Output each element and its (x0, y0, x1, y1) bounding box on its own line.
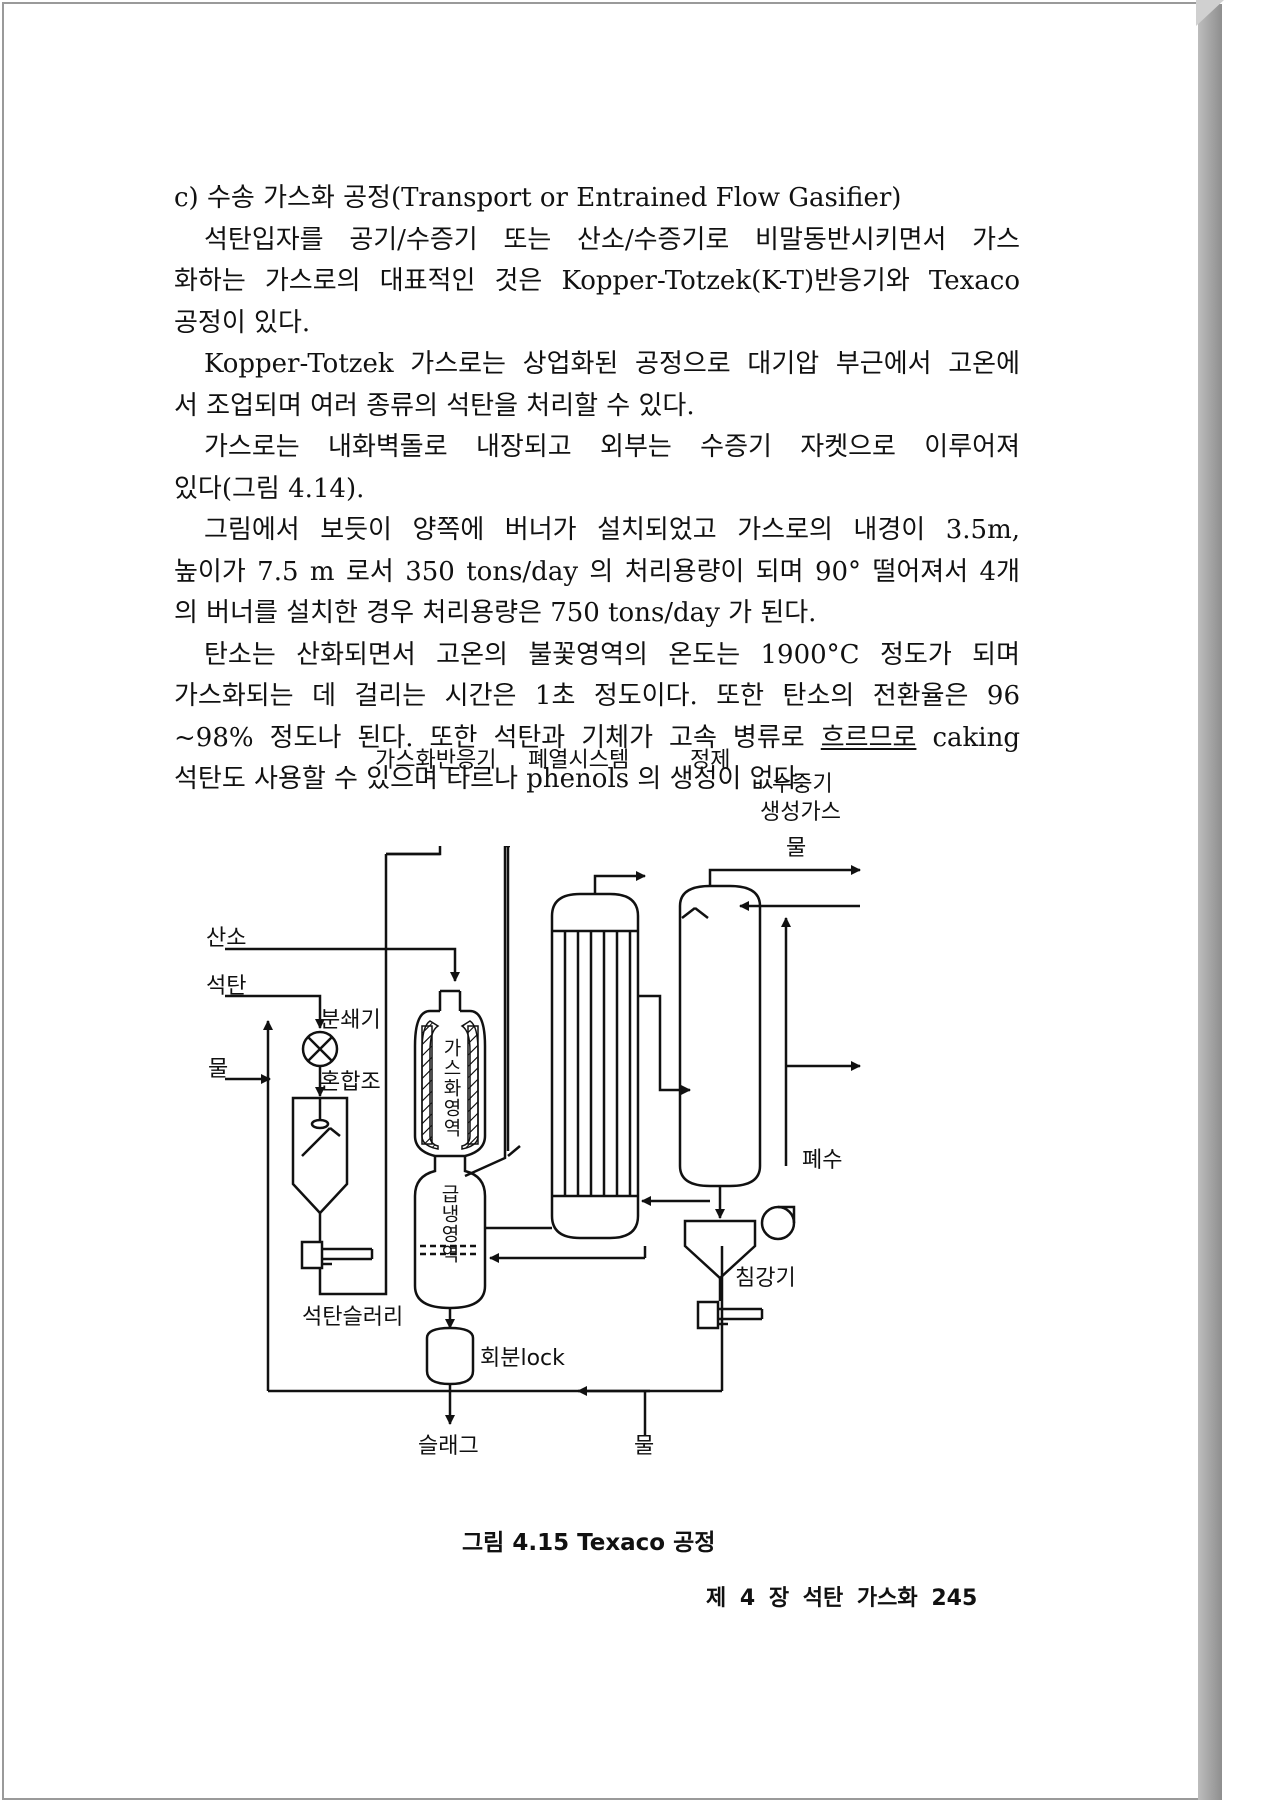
label-settler: 침강기 (735, 1266, 796, 1291)
paragraph-line: 탄소는 산화되면서 고온의 불꽃영역의 온도는 1900°C 정도가 되며 (204, 639, 1020, 670)
paragraph-line: 가스화되는 데 걸리는 시간은 1초 정도이다. 또한 탄소의 전환율은 96 (174, 681, 1020, 711)
reactor-nozzle (438, 989, 462, 1011)
label-coal-slurry: 석탄슬러리 (302, 1305, 404, 1330)
paragraph-line: 석탄입자를 공기/수증기 또는 산소/수증기로 비말동반시키면서 가스 (204, 224, 1020, 255)
paragraph-line: 있다(그림 4.14). (174, 473, 365, 504)
label-water-bottom: 물 (634, 1434, 655, 1459)
settler (683, 1219, 757, 1280)
label-waste-heat-system: 폐열시스템 (528, 748, 630, 773)
label-quench-zone: 급냉영역 (438, 1184, 460, 1264)
paragraph-line: 그림에서 보듯이 양쪽에 버너가 설치되었고 가스로의 내경이 3.5m, (204, 515, 1020, 545)
scrubber-column (678, 884, 762, 1188)
refractory-lining (421, 1020, 479, 1150)
paragraph-line: 석탄도 사용할 수 있으며 타르나 phenols 의 생성이 없다. (174, 764, 806, 794)
label-steam-out: 수증기 (772, 772, 833, 797)
ash-lock-vessel (425, 1326, 475, 1386)
label-water-in: 물 (208, 1057, 229, 1082)
label-slag: 슬래그 (418, 1434, 479, 1459)
slurry-pump (300, 1240, 324, 1270)
mixing-tank (291, 1096, 349, 1215)
line-segment: caking (932, 722, 1020, 753)
line-segment: ~98% 정도나 된다. 또한 석탄과 기체가 고속 병류로 (174, 722, 805, 753)
figure-caption: 그림 4.15 Texaco 공정 (462, 1530, 716, 1556)
oxygen-line (225, 947, 460, 982)
label-water-top: 물 (786, 836, 807, 861)
footer-chapter: 제 4 장 (706, 1586, 790, 1611)
page-number: 245 (931, 1586, 978, 1611)
label-mixing-tank: 혼합조 (320, 1070, 381, 1095)
paragraph-line: 의 버너를 설치한 경우 처리용량은 750 tons/day 가 된다. (174, 598, 817, 628)
page-edge (1198, 4, 1222, 1800)
diagram-drawing (225, 846, 861, 1436)
paragraph-line: ~98% 정도나 된다. 또한 석탄과 기체가 고속 병류로 흐르므로 caki… (174, 718, 1020, 760)
label-purification: 정제 (690, 748, 731, 773)
paragraph-line: 높이가 7.5 m 로서 350 tons/day 의 처리용량이 되며 90°… (174, 556, 1020, 587)
paragraph-line: 서 조업되며 여러 종류의 석탄을 처리할 수 있다. (174, 390, 695, 421)
waste-heat-boiler (550, 892, 640, 1240)
label-gasification-zone: 가스화영역 (440, 1038, 462, 1138)
label-crusher: 분쇄기 (320, 1008, 381, 1033)
section-heading: c) 수송 가스화 공정(Transport or Entrained Flow… (174, 183, 902, 213)
paragraph-line: 공정이 있다. (174, 307, 311, 338)
footer-title: 석탄 가스화 (802, 1586, 918, 1611)
body-text: c) 수송 가스화 공정(Transport or Entrained Flow… (174, 178, 1020, 801)
label-waste-water: 폐수 (802, 1148, 843, 1173)
page-edge-corner (1196, 0, 1224, 26)
underlined-word: 흐르므로 (820, 722, 917, 753)
paragraph-line: 화하는 가스로의 대표적인 것은 Kopper-Totzek(K-T)반응기와 … (174, 266, 1020, 296)
coal-line (225, 994, 325, 1029)
gasifier-vessel (413, 1009, 487, 1158)
paragraph-line: Kopper-Totzek 가스로는 상업화된 공정으로 대기압 부근에서 고온… (204, 349, 1020, 379)
paragraph-line: 가스로는 내화벽돌로 내장되고 외부는 수증기 자켓으로 이루어져 (204, 432, 1020, 462)
label-product-gas: 생성가스 (760, 800, 841, 825)
page-frame (2, 2, 1198, 1800)
texaco-process-diagram: 가스화반응기 폐열시스템 정제 산소 석탄 물 분쇄기 혼합조 석탄슬러리 가스… (190, 748, 1010, 1506)
label-oxygen: 산소 (206, 926, 247, 951)
label-ash-lock: 회분lock (480, 1346, 565, 1371)
label-coal: 석탄 (206, 974, 247, 999)
label-gasification-reactor: 가스화반응기 (375, 748, 497, 773)
page-footer: 제 4 장 석탄 가스화 245 (706, 1580, 977, 1612)
